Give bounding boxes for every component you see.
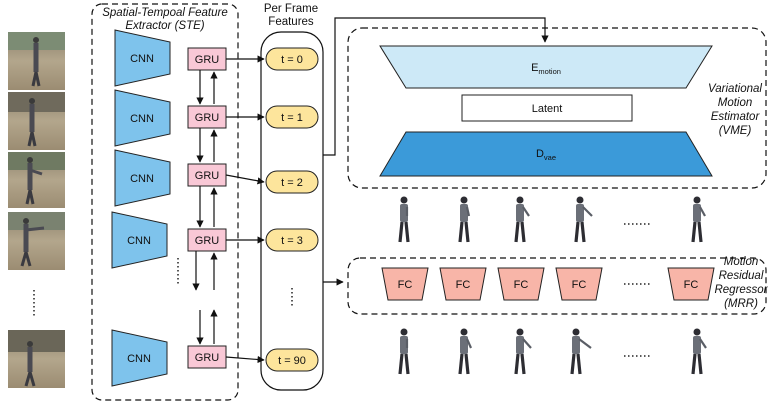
vme-label: Variational Motion Estimator (VME) xyxy=(708,83,762,137)
pose-figure xyxy=(691,328,707,375)
pose-figure xyxy=(458,328,473,375)
decoder-vae: Dvae xyxy=(379,131,713,177)
encoder-base-label: E xyxy=(531,62,538,74)
features-container xyxy=(260,31,324,391)
cnn-label: CNN xyxy=(127,353,151,365)
pose-figure xyxy=(514,196,530,243)
pose-figure xyxy=(398,328,410,375)
gru-label: GRU xyxy=(195,54,220,66)
fc-layers: FC FC FC FC FC xyxy=(381,267,715,301)
fc-layer-0: FC xyxy=(381,267,429,301)
gru-block-90: GRU xyxy=(187,345,227,369)
mrr-output-poses xyxy=(398,328,707,375)
fc-layer-3: FC xyxy=(555,267,603,301)
vme-label-line4: (VME) xyxy=(719,125,752,137)
fc-layer-4: FC xyxy=(667,267,715,301)
input-frame-90 xyxy=(8,330,65,388)
vme-label-line2: Motion xyxy=(718,97,753,109)
fc-layer-1: FC xyxy=(439,267,487,301)
pose-figure xyxy=(574,196,593,243)
feature-pill-2: t = 2 xyxy=(265,170,319,194)
ste-forward-arrows xyxy=(225,55,265,364)
input-frame-0 xyxy=(8,32,65,90)
pose-figure xyxy=(458,196,471,243)
mrr-label: Motion Residual Regressor (MRR) xyxy=(714,256,768,310)
vme-label-line3: Estimator xyxy=(711,111,761,123)
fc-label: FC xyxy=(398,279,413,291)
cnn-block-90: CNN xyxy=(111,329,168,387)
fc-label: FC xyxy=(456,279,471,291)
input-frame-2 xyxy=(8,152,65,208)
gru-block-2: GRU xyxy=(187,163,227,187)
mrr-boundary xyxy=(347,257,767,315)
feature-pill-3: t = 3 xyxy=(265,228,319,252)
mrr-label-line2: Residual xyxy=(719,270,764,282)
feature-pill-label: t = 3 xyxy=(281,235,303,247)
cnn-block-2: CNN xyxy=(114,149,171,207)
cnn-label: CNN xyxy=(130,113,154,125)
gru-label: GRU xyxy=(195,170,220,182)
ste-title-line1: Spatial-Tempoal Feature xyxy=(102,7,228,19)
cnn-block-3: CNN xyxy=(111,211,168,269)
mrr-label-line1: Motion xyxy=(724,256,759,268)
encoder-motion: Emotion xyxy=(379,45,713,89)
gru-label: GRU xyxy=(195,112,220,124)
vme-label-line1: Variational xyxy=(708,83,762,95)
cnn-block-0: CNN xyxy=(114,29,171,87)
decoder-base-label: D xyxy=(536,148,544,160)
cnn-block-1: CNN xyxy=(114,89,171,147)
features-title-line2: Features xyxy=(268,16,314,28)
fc-label: FC xyxy=(572,279,587,291)
pose-figure xyxy=(398,196,410,243)
cnn-column: CNN CNN CNN CNN CNN xyxy=(111,29,171,387)
pose-figure xyxy=(514,328,532,375)
fc-label: FC xyxy=(514,279,529,291)
gru-block-3: GRU xyxy=(187,228,227,252)
features-to-vme-arrow xyxy=(323,17,549,156)
feature-pill-1: t = 1 xyxy=(265,105,319,129)
mrr-label-line3: Regressor xyxy=(714,284,768,296)
gru-column: GRU GRU GRU GRU GRU xyxy=(187,47,227,369)
feature-pill-label: t = 90 xyxy=(278,355,306,367)
input-frame-3 xyxy=(8,212,65,270)
gru-label: GRU xyxy=(195,352,220,364)
feature-pill-4: t = 90 xyxy=(265,348,319,372)
fc-layer-2: FC xyxy=(497,267,545,301)
vme-boundary xyxy=(347,27,767,189)
input-frame-1 xyxy=(8,92,65,150)
cnn-label: CNN xyxy=(130,173,154,185)
feature-pill-0: t = 0 xyxy=(265,47,319,71)
gru-label: GRU xyxy=(195,235,220,247)
svg-text:Emotion: Emotion xyxy=(531,62,561,76)
mrr-label-line4: (MRR) xyxy=(724,298,758,310)
gru-recurrent-arrows xyxy=(192,70,218,345)
feature-pill-label: t = 0 xyxy=(281,54,303,66)
ste-boundary xyxy=(91,3,239,401)
pose-figure xyxy=(691,196,706,243)
latent-label: Latent xyxy=(532,103,563,115)
gru-block-1: GRU xyxy=(187,105,227,129)
ste-title-line2: Extractor (STE) xyxy=(125,20,204,32)
cnn-label: CNN xyxy=(127,235,151,247)
pose-figure xyxy=(570,328,592,375)
features-title-line1: Per Frame xyxy=(264,3,318,15)
cnn-label: CNN xyxy=(130,53,154,65)
feature-pill-label: t = 2 xyxy=(281,177,303,189)
vme-output-poses xyxy=(398,196,706,243)
decoder-sub-label: vae xyxy=(544,153,556,162)
svg-text:Dvae: Dvae xyxy=(536,148,556,162)
feature-pill-label: t = 1 xyxy=(281,112,303,124)
input-frames xyxy=(8,32,65,388)
encoder-sub-label: motion xyxy=(538,67,561,76)
feature-pills: t = 0 t = 1 t = 2 t = 3 t = 90 xyxy=(265,47,319,372)
latent-box: Latent xyxy=(461,94,633,122)
gru-block-0: GRU xyxy=(187,47,227,71)
fc-label: FC xyxy=(684,279,699,291)
